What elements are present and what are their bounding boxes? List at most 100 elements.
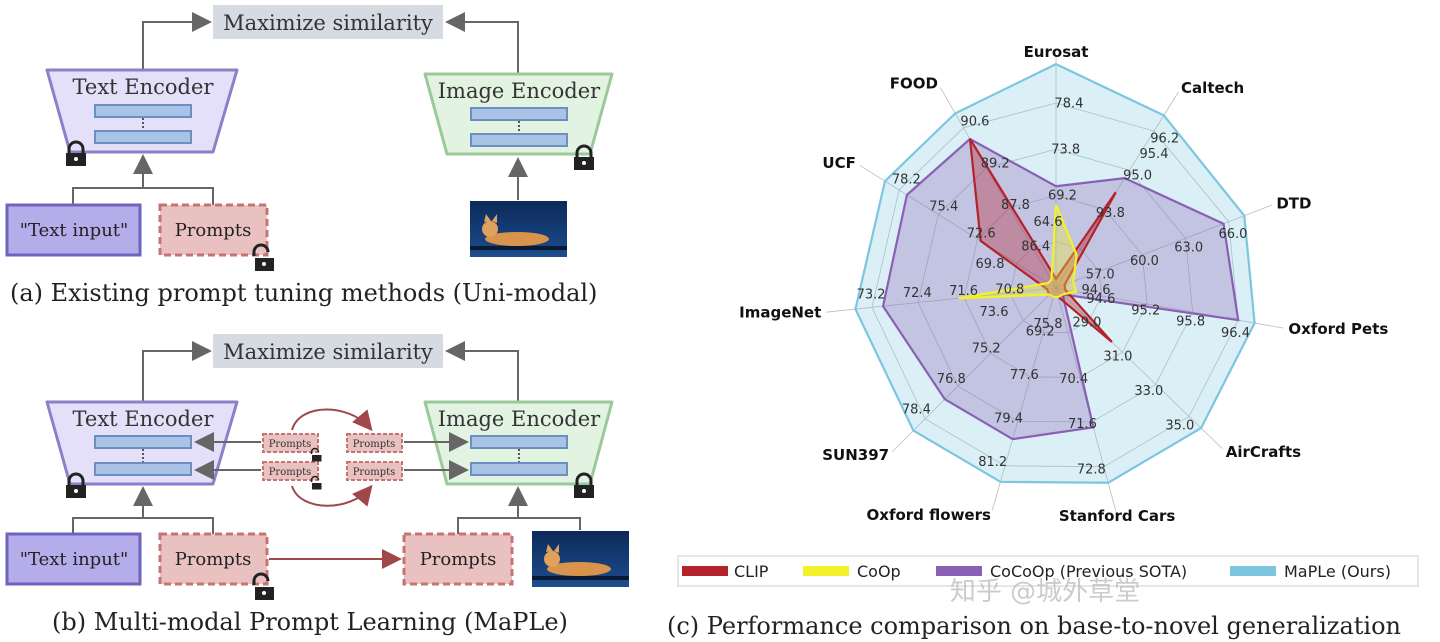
prompts-label-a: Prompts xyxy=(175,220,252,241)
tick-label: 73.8 xyxy=(1051,143,1080,158)
prompts-box-b xyxy=(158,532,269,586)
tick-label: 73.2 xyxy=(857,287,886,302)
lock-icon xyxy=(66,140,86,166)
unlock-icon xyxy=(310,447,322,462)
small-prompts-label-3: Prompts xyxy=(353,439,396,450)
legend-swatch-clip xyxy=(682,566,728,576)
lock-icon xyxy=(66,472,86,498)
maximize-similarity-label-b: Maximize similarity xyxy=(223,340,433,364)
caption-a: (a) Existing prompt tuning methods (Uni-… xyxy=(10,279,597,307)
tick-label: 89.2 xyxy=(981,156,1010,171)
text-encoder-label-b: Text Encoder xyxy=(73,407,215,431)
series-coop xyxy=(958,204,1078,300)
grid-ring-4 xyxy=(871,102,1239,468)
tick-label: 29.0 xyxy=(1072,315,1101,330)
caption-c: (c) Performance comparison on base-to-no… xyxy=(667,612,1401,640)
image-encoder-layer-b2 xyxy=(470,462,568,476)
small-prompts-label-4: Prompts xyxy=(353,467,396,478)
maximize-similarity-box-b xyxy=(213,334,443,368)
tick-label: 69.2 xyxy=(1026,324,1055,339)
tick-label: 76.8 xyxy=(937,372,966,387)
spoke-8 xyxy=(892,287,1057,452)
panel-a: Maximize similarity Text Encoder Image E… xyxy=(5,5,614,307)
image-prompts-label-b: Prompts xyxy=(420,549,497,570)
image-encoder-label-b: Image Encoder xyxy=(438,407,601,431)
maximize-similarity-box-a xyxy=(213,5,443,39)
input-merge-line-a xyxy=(72,187,214,205)
prompts-box-a xyxy=(158,203,269,257)
tick-label: 77.6 xyxy=(1010,368,1039,383)
caption-b: (b) Multi-modal Prompt Learning (MaPLe) xyxy=(52,608,568,636)
tick-label: 66.0 xyxy=(1218,227,1247,242)
method-diagrams: Maximize similarity Text Encoder Image E… xyxy=(5,5,629,636)
tick-label: 63.0 xyxy=(1174,240,1203,255)
tick-label: 96.2 xyxy=(1150,131,1179,146)
axis-label-sun397: SUN397 xyxy=(822,446,889,464)
spoke-10 xyxy=(859,165,1057,289)
tick-label: 72.8 xyxy=(1077,463,1106,478)
legend-frame xyxy=(677,555,1419,587)
tick-label: 75.2 xyxy=(972,342,1001,357)
tick-label: 31.0 xyxy=(1103,350,1132,365)
spoke-5 xyxy=(1055,287,1223,449)
spoke-9 xyxy=(825,287,1057,313)
tick-label: 75.4 xyxy=(929,199,958,214)
image-encoder-layer-b1 xyxy=(470,435,568,449)
panel-b: Maximize similarity Text Encoder Image E… xyxy=(5,334,629,636)
axis-label-oxford-pets: Oxford Pets xyxy=(1288,320,1388,338)
image-to-sim-arrow-b xyxy=(445,341,519,402)
axis-label-caltech: Caltech xyxy=(1181,79,1244,97)
maximize-similarity-label-a: Maximize similarity xyxy=(223,11,433,35)
legend-label-maple: MaPLe (Ours) xyxy=(1284,562,1391,581)
image-encoder-layer-a2 xyxy=(470,133,568,147)
tick-label: 96.4 xyxy=(1221,326,1250,341)
text-encoder-layer-a1 xyxy=(94,104,192,118)
lock-icon xyxy=(574,472,594,498)
axis-label-eurosat: Eurosat xyxy=(1024,43,1089,61)
tick-label: 57.0 xyxy=(1086,267,1115,282)
image-encoder-label-a: Image Encoder xyxy=(438,79,601,103)
axis-label-aircrafts: AirCrafts xyxy=(1226,443,1301,461)
tick-label: 73.6 xyxy=(980,305,1009,320)
grid-ring-2 xyxy=(963,195,1148,378)
tick-label: 78.4 xyxy=(1054,96,1083,111)
spoke-4 xyxy=(1055,287,1284,329)
prompts-label-b: Prompts xyxy=(175,549,252,570)
tick-label: 75.8 xyxy=(1034,317,1063,332)
input-merge-line-b xyxy=(72,517,214,534)
legend-label-cocoop: CoCoOp (Previous SOTA) xyxy=(990,562,1187,581)
tick-label: 95.0 xyxy=(1123,169,1152,184)
tick-label: 71.6 xyxy=(1068,417,1097,432)
deep-prompts-image-side: Prompts Prompts xyxy=(346,433,403,481)
image-encoder-layer-a1 xyxy=(470,107,568,121)
series-maple-ours xyxy=(854,62,1256,484)
coupling-arrow-top xyxy=(291,408,373,432)
tick-label: 94.6 xyxy=(1082,283,1111,298)
spoke-11 xyxy=(940,87,1057,289)
tick-label: 60.0 xyxy=(1130,254,1159,269)
small-prompts-box-4 xyxy=(346,461,403,481)
spoke-7 xyxy=(991,287,1057,511)
image-to-sim-arrow-a xyxy=(445,12,519,74)
tick-label: 70.4 xyxy=(1059,372,1088,387)
unlock-icon xyxy=(252,243,274,271)
small-prompts-box-1 xyxy=(262,433,319,453)
text-input-label-b: "Text input" xyxy=(20,549,129,570)
tick-label: 90.6 xyxy=(960,115,989,130)
small-prompts-box-3 xyxy=(346,433,403,453)
tick-label: 70.8 xyxy=(995,283,1024,298)
tick-label: 71.6 xyxy=(949,284,978,299)
text-to-sim-arrow-b xyxy=(142,341,212,402)
series-cocoop-previous-sota xyxy=(881,137,1240,441)
small-prompts-box-2 xyxy=(262,461,319,481)
text-to-sim-arrow-a xyxy=(142,12,212,70)
text-encoder-layer-b2 xyxy=(94,462,192,476)
radar-chart-panel: 69.2 73.8 78.4 93.8 95.0 96.2 57.0 60.0 63.0 66.0… xyxy=(667,43,1419,640)
tick-label: 79.4 xyxy=(994,411,1023,426)
watermark-text: 知乎 @城外草堂 xyxy=(950,577,1140,607)
legend-swatch-coop xyxy=(803,566,849,576)
tick-label: 93.8 xyxy=(1096,206,1125,221)
axis-label-food: FOOD xyxy=(890,75,938,93)
unlock-icon xyxy=(310,475,322,490)
legend-label-clip: CLIP xyxy=(734,562,769,581)
